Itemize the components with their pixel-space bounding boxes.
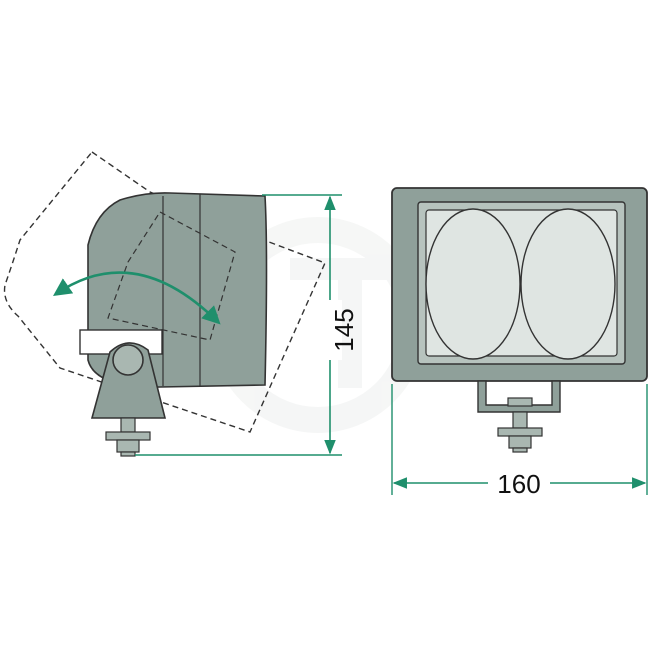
front-view bbox=[391, 187, 648, 453]
pivot-bolt bbox=[112, 344, 144, 376]
front-mount-bracket bbox=[477, 380, 561, 413]
rotation-arrow-icon bbox=[52, 271, 221, 325]
height-dimension: 145 bbox=[135, 194, 359, 456]
front-mount-stud bbox=[497, 411, 543, 453]
width-value: 160 bbox=[497, 469, 540, 499]
mount-bracket bbox=[90, 342, 167, 419]
mount-stud bbox=[105, 417, 151, 457]
led-reflector-right bbox=[520, 208, 616, 360]
width-dimension: 160 bbox=[391, 384, 648, 499]
led-reflector-left bbox=[425, 208, 521, 360]
height-value: 145 bbox=[329, 308, 359, 351]
inner-rotation-dashed bbox=[107, 211, 236, 341]
side-view bbox=[3, 151, 326, 457]
